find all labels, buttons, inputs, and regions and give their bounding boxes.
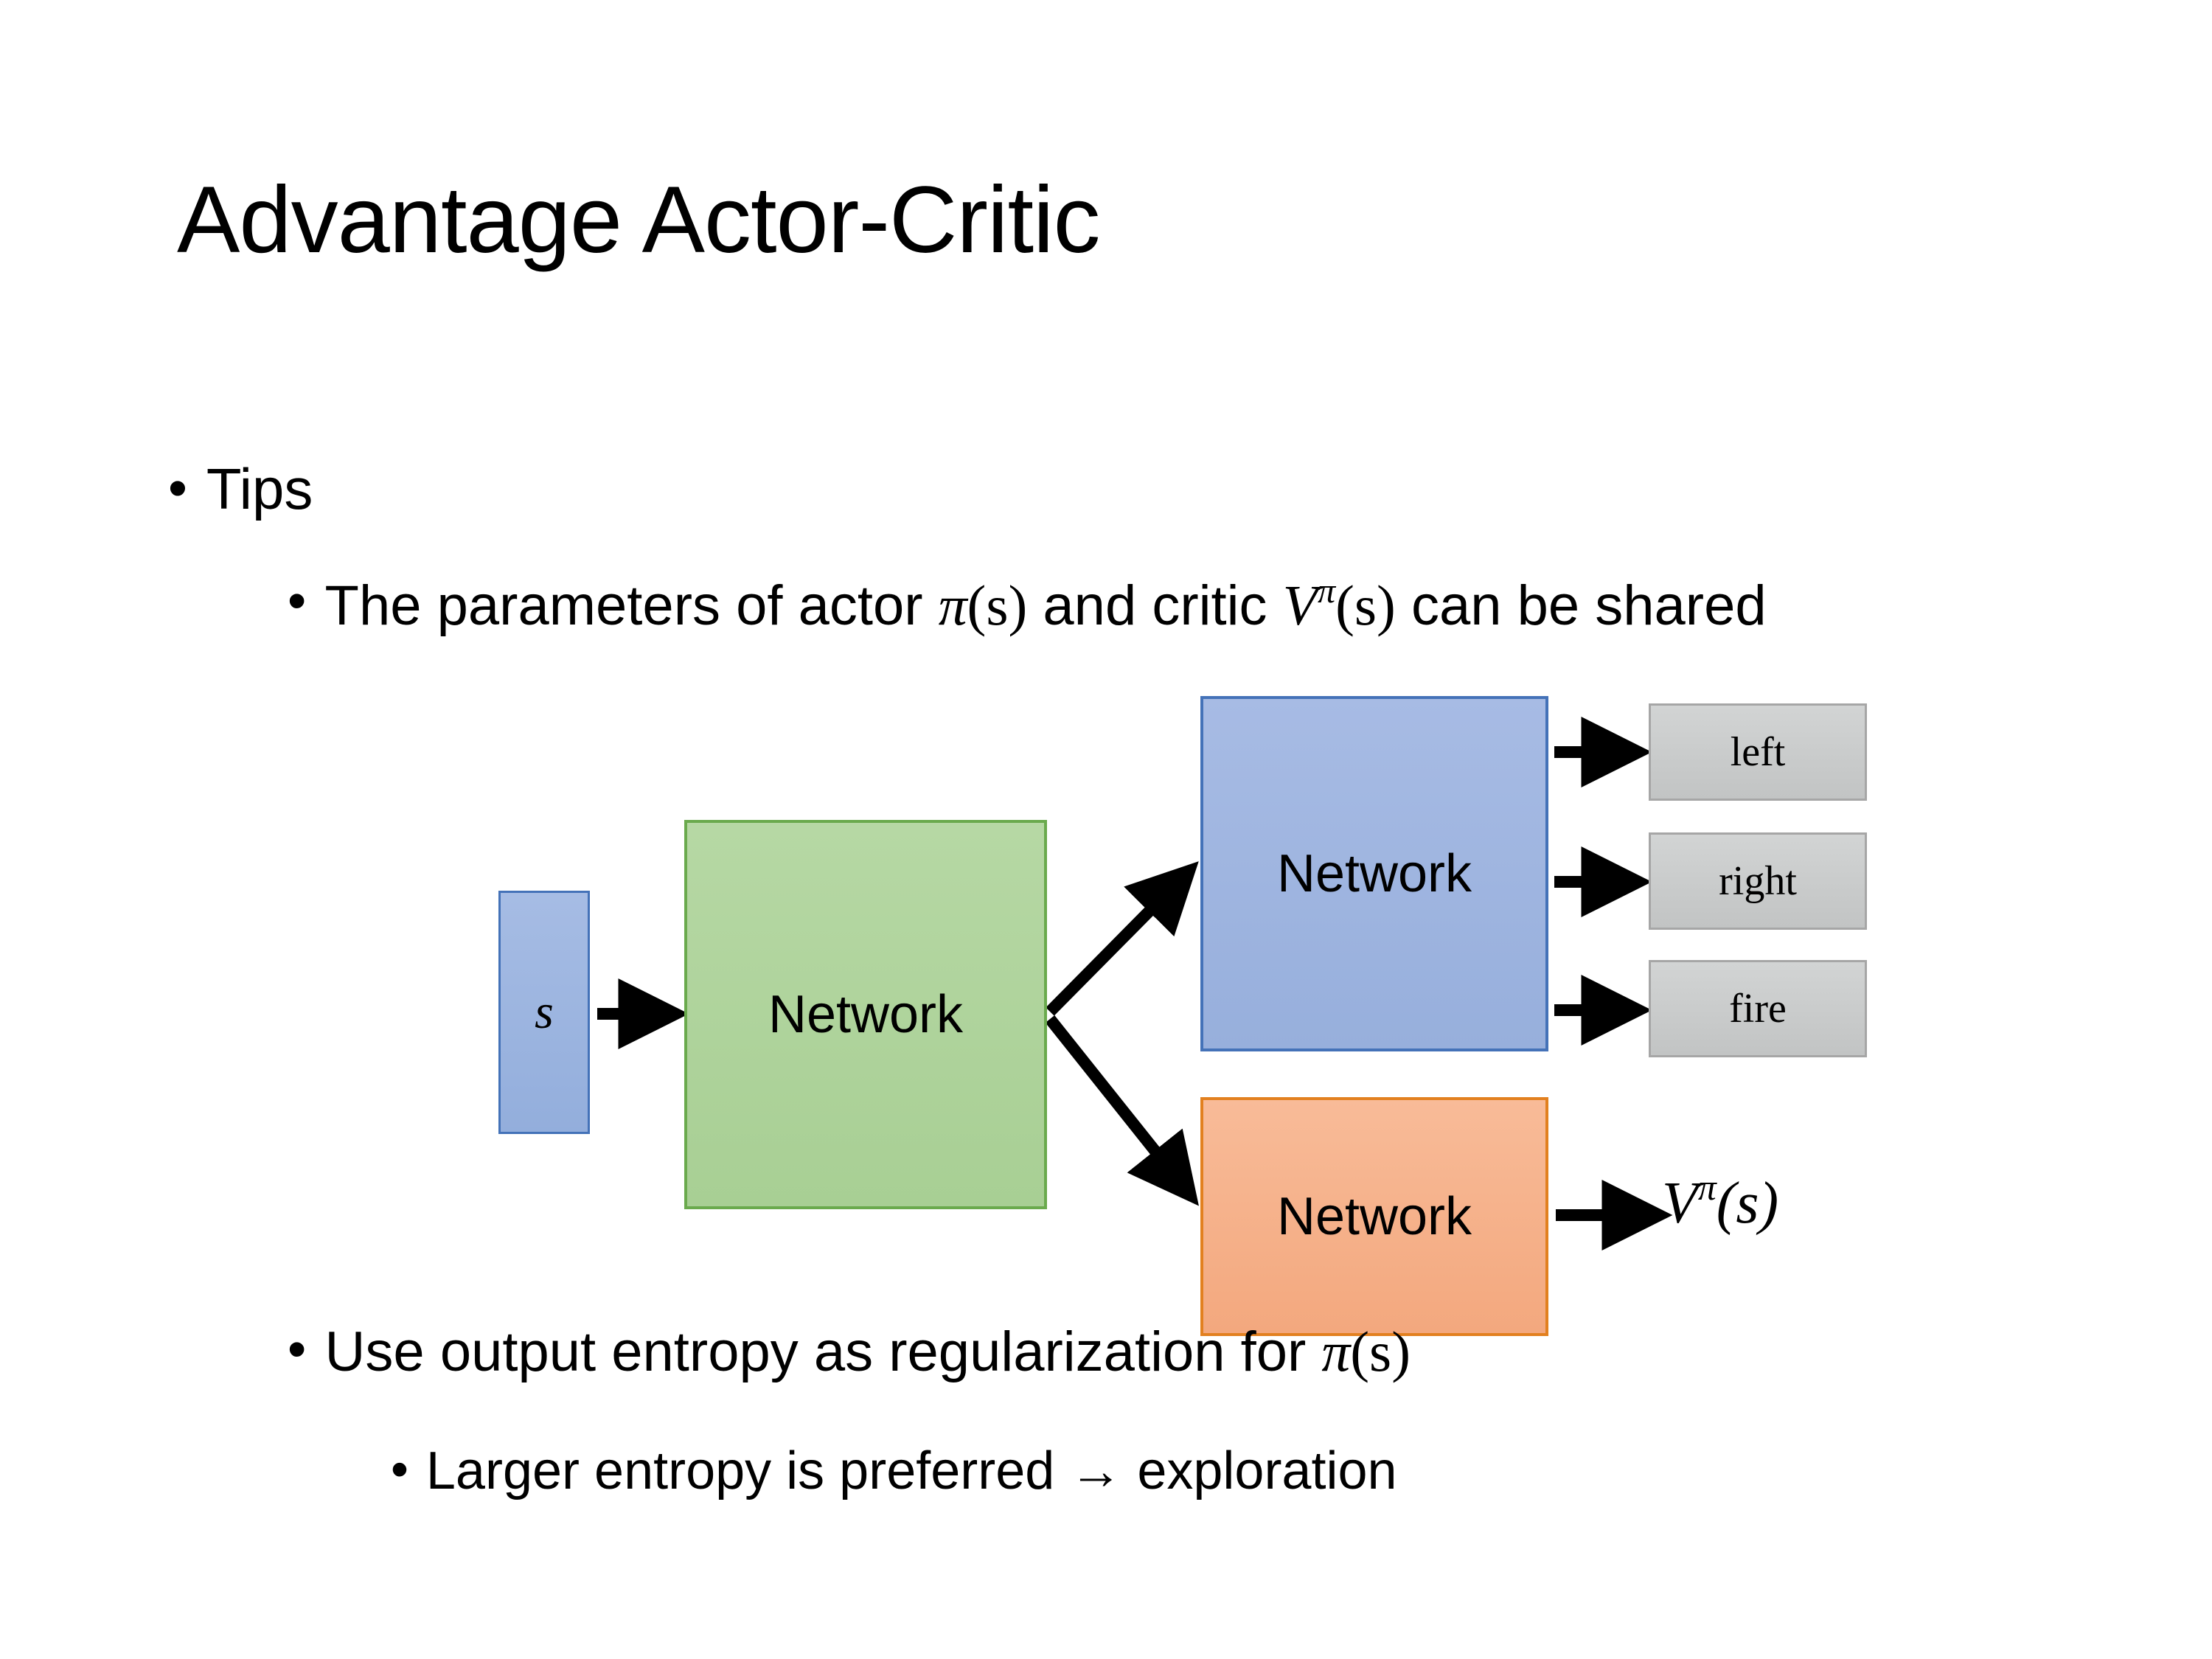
action-output-right: right [1649, 832, 1867, 930]
actor-network-box: Network [1200, 696, 1548, 1051]
pi-glyph: π [1321, 1320, 1351, 1383]
page-title: Advantage Actor-Critic [177, 167, 1100, 273]
shared-network-box: Network [684, 820, 1047, 1209]
v-arg: (s) [1335, 573, 1396, 637]
action-output-fire-label: fire [1729, 986, 1787, 1032]
entropy-lead: Use output entropy as regularization for [324, 1321, 1322, 1383]
bullet-entropy-regularization: • Use output entropy as regularization f… [288, 1320, 2116, 1384]
value-v-glyph: V [1662, 1170, 1698, 1236]
action-output-right-label: right [1719, 858, 1797, 904]
v-superscript-pi: π [1317, 571, 1336, 611]
shared-tail: can be shared [1395, 574, 1767, 637]
policy-pi-symbol: π(s) [1321, 1320, 1411, 1383]
actor-pi-symbol: π(s) [939, 574, 1028, 637]
bullet-marker: • [168, 457, 187, 518]
critic-v-symbol: Vπ(s) [1282, 571, 1396, 637]
bullet-larger-entropy-label: Larger entropy is preferred → exploratio… [425, 1441, 1397, 1500]
bullet-shared-text: The parameters of actor π(s) and critic … [325, 571, 1767, 638]
critic-network-box: Network [1200, 1097, 1548, 1336]
state-input-box: s [498, 891, 590, 1134]
bullet-marker: • [288, 1320, 307, 1379]
bullet-tips: • Tips [168, 456, 313, 521]
bullet-marker: • [288, 571, 307, 630]
bullet-larger-entropy: • Larger entropy is preferred → explorat… [391, 1441, 2124, 1501]
action-output-left-label: left [1730, 729, 1786, 775]
critic-network-label: Network [1276, 1187, 1472, 1246]
bullet-shared-parameters: • The parameters of actor π(s) and criti… [288, 571, 2116, 638]
shared-network-label: Network [768, 985, 964, 1044]
bullet-entropy-text: Use output entropy as regularization for… [325, 1320, 1411, 1384]
pi-arg: (s) [1350, 1320, 1411, 1383]
shared-mid: and critic [1027, 574, 1283, 637]
value-output-label: Vπ(s) [1662, 1166, 1778, 1237]
pi-arg: (s) [967, 573, 1028, 637]
v-glyph: V [1282, 573, 1318, 637]
action-output-fire: fire [1649, 960, 1867, 1057]
value-superscript-pi: π [1697, 1167, 1717, 1208]
action-output-left: left [1649, 703, 1867, 801]
shared-lead: The parameters of actor [324, 574, 939, 637]
value-arg: (s) [1716, 1170, 1779, 1236]
bullet-tips-label: Tips [206, 456, 313, 521]
state-input-label: s [535, 985, 554, 1039]
bullet-marker: • [391, 1441, 408, 1498]
actor-network-label: Network [1276, 844, 1472, 903]
pi-glyph: π [938, 573, 967, 637]
